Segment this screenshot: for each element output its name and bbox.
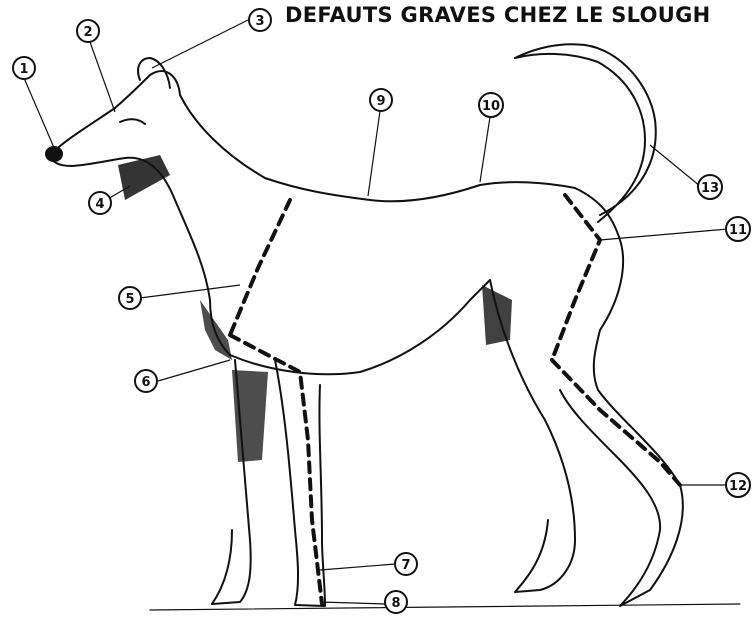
svg-text:12: 12 (729, 479, 747, 494)
leader-8 (320, 602, 385, 604)
callout-4: 4 (89, 192, 111, 214)
callout-12: 12 (726, 473, 750, 497)
fault-dashes (230, 195, 680, 604)
callout-2: 2 (77, 20, 99, 42)
hip-dash (552, 195, 600, 360)
leader-3 (152, 20, 248, 68)
hind-leg-near (560, 390, 683, 606)
callout-10: 10 (479, 93, 503, 117)
shoulder-dash (230, 200, 290, 335)
svg-text:13: 13 (701, 181, 719, 196)
leader-1 (24, 78, 55, 150)
front-leg-shadow (232, 370, 268, 462)
callout-13: 13 (698, 175, 722, 199)
svg-text:2: 2 (83, 25, 92, 40)
callout-9: 9 (370, 89, 392, 111)
svg-text:6: 6 (141, 375, 150, 390)
dog-illustration (46, 44, 740, 610)
diagram-title: DEFAUTS GRAVES CHEZ LE SLOUGH (285, 3, 750, 27)
hind-shadow (482, 285, 512, 345)
leader-13 (650, 145, 700, 186)
leader-9 (368, 111, 380, 196)
svg-text:5: 5 (125, 292, 134, 307)
svg-text:1: 1 (19, 62, 28, 77)
svg-text:8: 8 (391, 596, 400, 611)
callout-3: 3 (249, 9, 271, 31)
callout-8: 8 (385, 591, 407, 613)
svg-text:9: 9 (376, 94, 385, 109)
callout-7: 7 (395, 553, 417, 575)
leader-5 (140, 285, 240, 298)
svg-text:3: 3 (255, 14, 264, 29)
callout-5: 5 (119, 287, 141, 309)
ground-line (150, 604, 740, 610)
leader-2 (90, 42, 115, 112)
leader-6 (158, 360, 230, 381)
hock-dash (552, 360, 680, 485)
leader-10 (480, 117, 490, 182)
throat-shading (118, 155, 170, 200)
svg-text:10: 10 (482, 99, 500, 114)
callout-1: 1 (13, 57, 35, 79)
belly-line (230, 280, 490, 374)
leader-7 (320, 564, 395, 570)
tail (515, 44, 656, 222)
chest-shading (200, 300, 232, 360)
svg-text:11: 11 (729, 223, 747, 238)
leader-11 (600, 229, 728, 240)
eye (120, 119, 145, 124)
callout-6: 6 (135, 370, 157, 392)
svg-text:4: 4 (95, 197, 104, 212)
callout-11: 11 (726, 217, 750, 241)
svg-text:7: 7 (401, 558, 410, 573)
